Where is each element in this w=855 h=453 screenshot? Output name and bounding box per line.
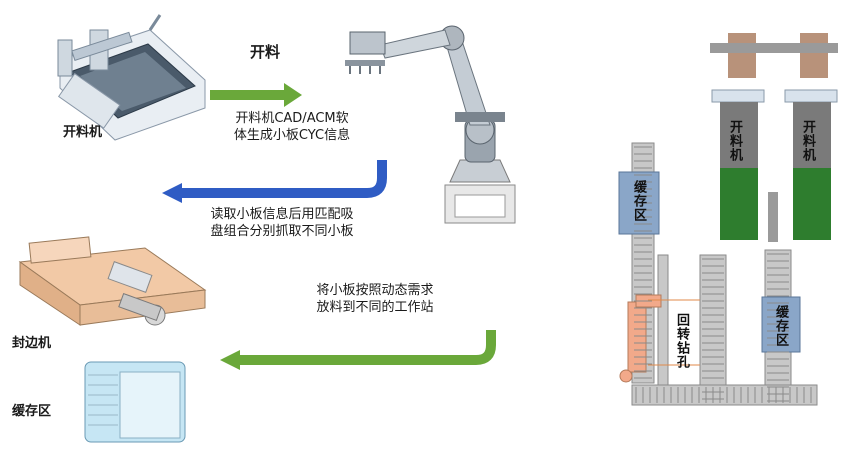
layout-cutting-label-2: 开料机	[800, 120, 815, 162]
buffer-left-label: 缓存区	[12, 404, 52, 419]
read-caption-line2: 盘组合分别抓取不同小板	[210, 224, 354, 239]
conveyor-rollers	[634, 146, 812, 403]
software-caption: 开料机CAD/ACM软 体生成小板CYC信息	[212, 110, 372, 144]
layout-buffer-label-2: 缓存区	[773, 305, 788, 347]
read-caption-line1: 读取小板信息后用匹配吸	[210, 207, 354, 222]
layout-cutting-label-1: 开料机	[727, 120, 742, 162]
place-caption: 将小板按照动态需求 放料到不同的工作站	[295, 282, 455, 316]
edge-banding-illustration	[18, 236, 207, 326]
cutting-machine-label: 开料机	[63, 125, 103, 140]
arrow-to-edge-banding	[220, 330, 496, 370]
cutting-machine-illustration	[57, 14, 206, 141]
arrow-to-robot	[210, 83, 302, 107]
robot-arm-illustration	[345, 25, 516, 224]
software-caption-line2: 体生成小板CYC信息	[233, 128, 351, 143]
read-caption: 读取小板信息后用匹配吸 盘组合分别抓取不同小板	[192, 206, 372, 240]
buffer-cabinet-illustration	[84, 361, 186, 443]
place-caption-line1: 将小板按照动态需求	[316, 283, 434, 298]
layout-buffer-label-1: 缓存区	[631, 180, 646, 222]
software-caption-line1: 开料机CAD/ACM软	[235, 111, 349, 126]
arrow-back-to-cutting	[162, 160, 387, 203]
place-caption-line2: 放料到不同的工作站	[316, 300, 434, 315]
factory-layout-plan	[618, 33, 838, 406]
cutting-title: 开料	[250, 43, 281, 61]
edge-banding-label: 封边机	[12, 336, 52, 351]
layout-drilling-label: 回转钻孔	[674, 313, 689, 369]
